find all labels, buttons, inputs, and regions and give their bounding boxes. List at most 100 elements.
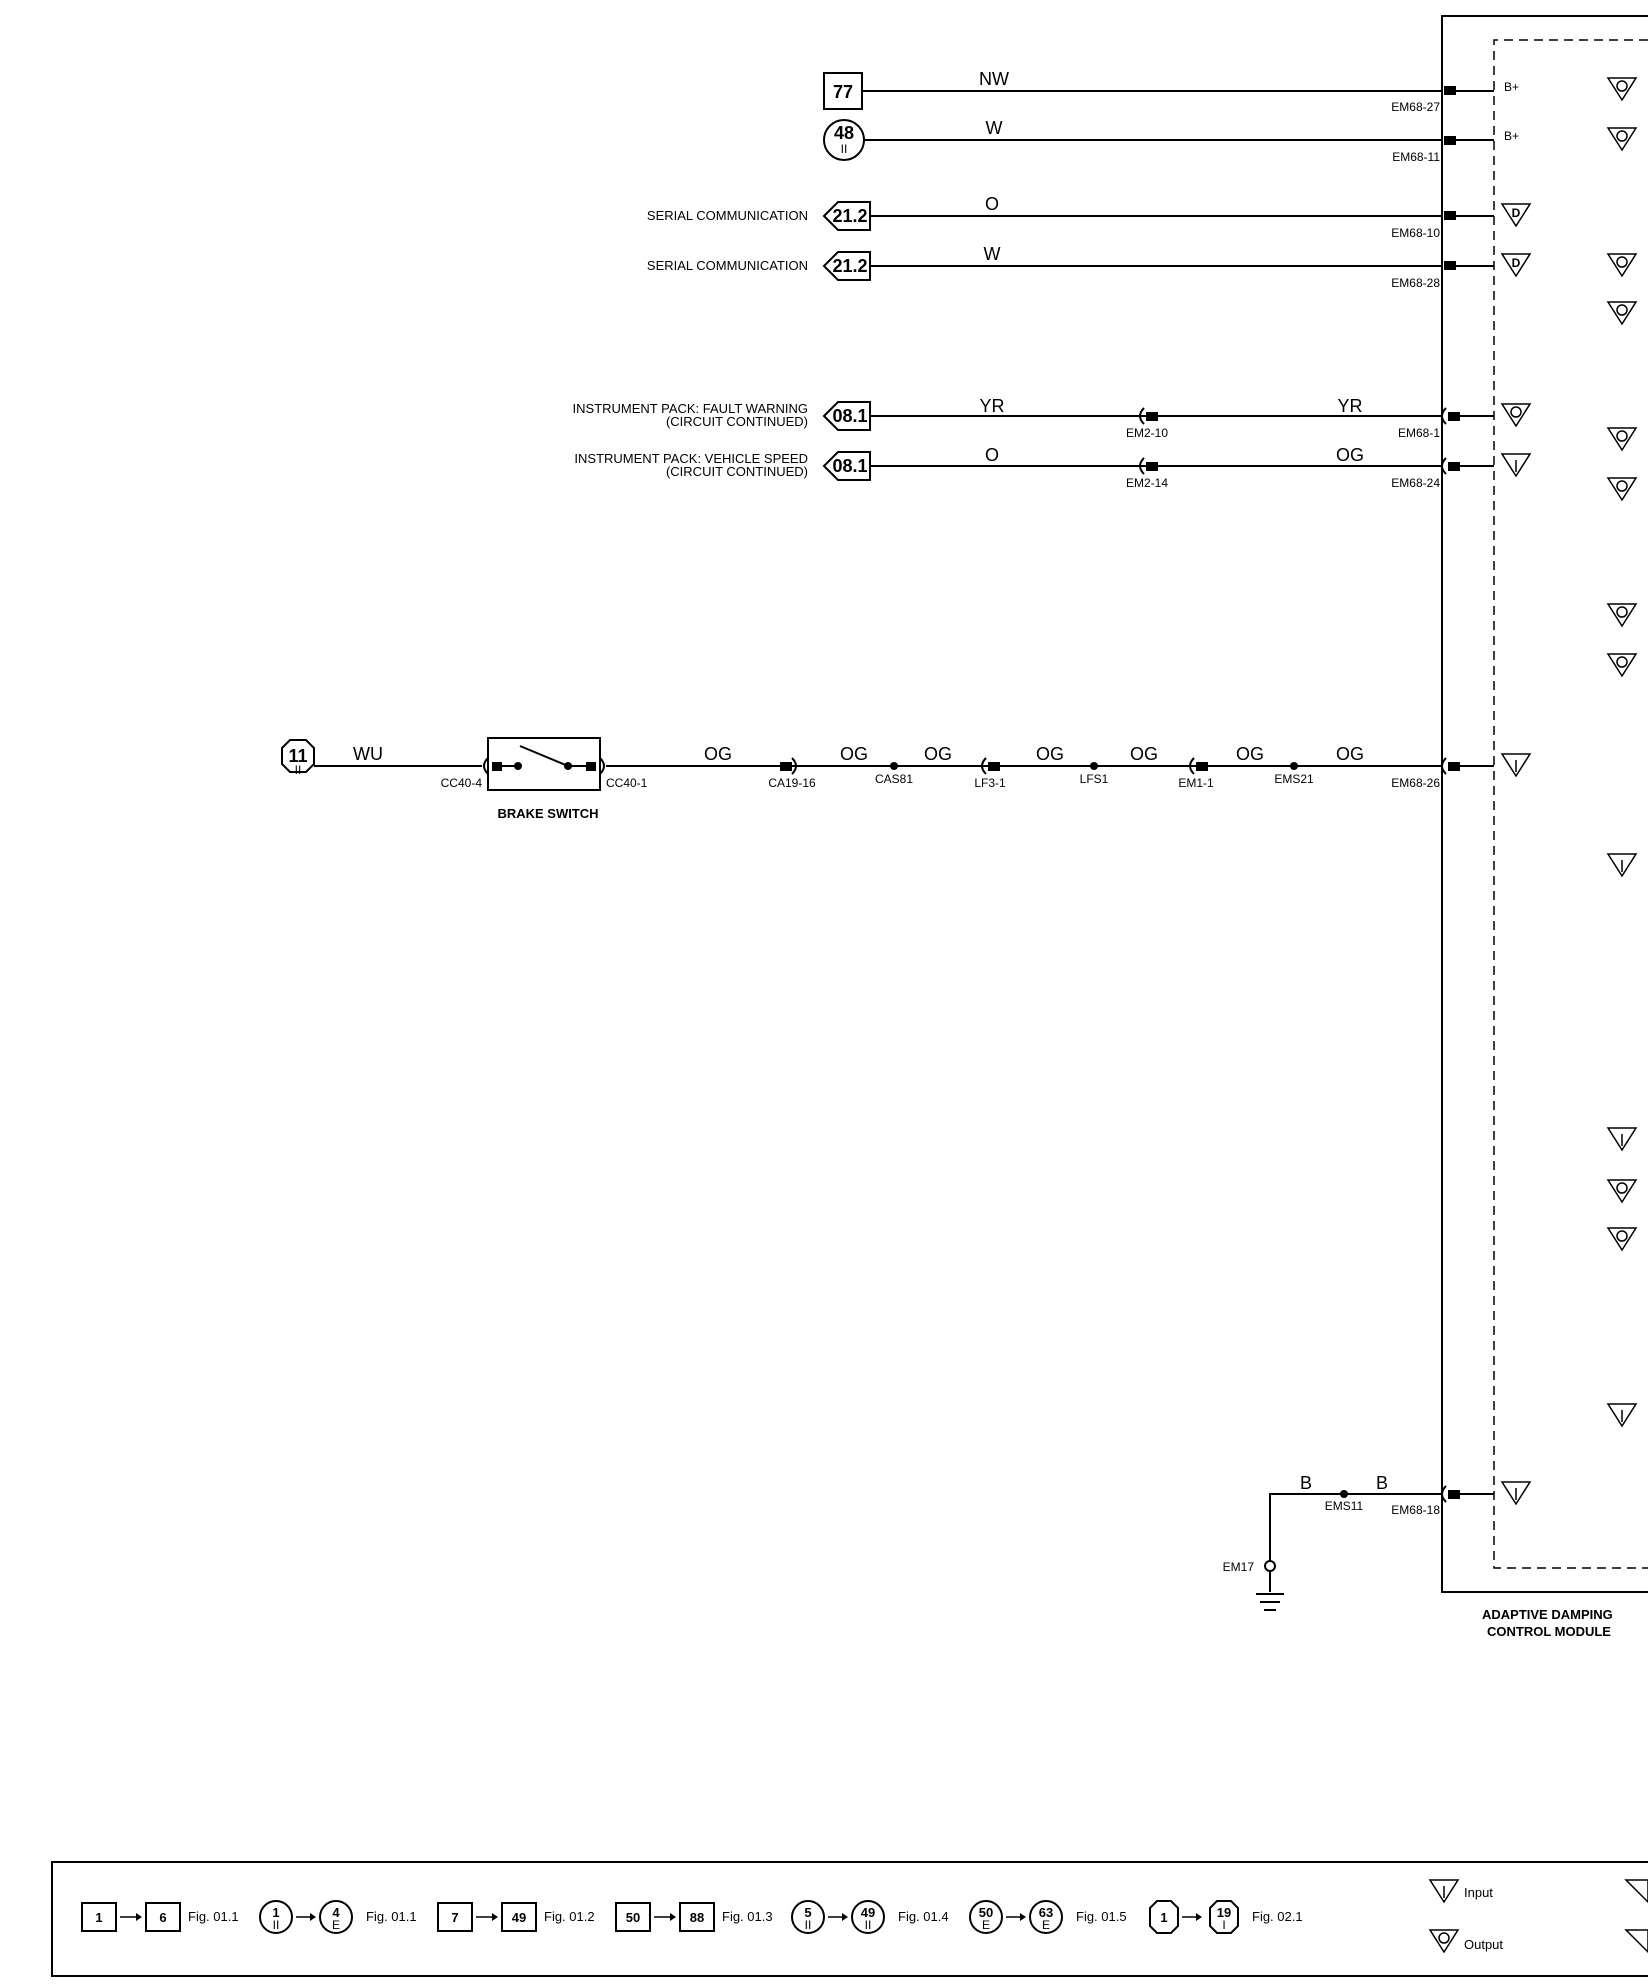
input-key-icon <box>1428 1879 1460 1904</box>
conn-ems21: EMS21 <box>1274 772 1314 786</box>
circuit-row-serial-1: SERIAL COMMUNICATION 21.2 O EM68-10 D <box>647 194 1532 240</box>
wire-yr-2: YR <box>1337 396 1362 416</box>
circuit-row-48: 48 II W EM68-11 B+ <box>823 118 1519 164</box>
svg-text:OG: OG <box>924 744 952 764</box>
svg-text:Fig. 02.1: Fig. 02.1 <box>1252 1909 1303 1924</box>
svg-text:OG: OG <box>1036 744 1064 764</box>
conn-em68-18: EM68-18 <box>1391 1503 1440 1517</box>
module-label-line2: CONTROL MODULE <box>1487 1624 1611 1639</box>
svg-text:E: E <box>982 1918 990 1932</box>
conn-em2-10: EM2-10 <box>1126 426 1168 440</box>
svg-text:21.2: 21.2 <box>832 206 867 226</box>
svg-text:(CIRCUIT CONTINUED): (CIRCUIT CONTINUED) <box>666 464 808 479</box>
svg-text:B: B <box>1376 1473 1388 1493</box>
conn-lfs1: LFS1 <box>1080 772 1109 786</box>
svg-text:E: E <box>332 1918 340 1932</box>
conn-em68-24: EM68-24 <box>1391 476 1440 490</box>
legend-output: Output <box>1464 1937 1503 1952</box>
conn-em1-1: EM1-1 <box>1178 776 1214 790</box>
label-serial-2: SERIAL COMMUNICATION <box>647 258 808 273</box>
conn-em68-1: EM68-1 <box>1398 426 1440 440</box>
output-key-icon <box>1428 1929 1460 1954</box>
conn-em17: EM17 <box>1223 1560 1255 1574</box>
svg-text:1: 1 <box>1160 1910 1167 1925</box>
svg-text:OG: OG <box>1336 744 1364 764</box>
input-pin-icon <box>1500 453 1532 478</box>
svg-text:6: 6 <box>159 1910 166 1925</box>
brake-switch-body <box>487 737 601 791</box>
conn-ca19-16: CA19-16 <box>768 776 816 790</box>
label-serial-1: SERIAL COMMUNICATION <box>647 208 808 223</box>
digital-pin-icon <box>1500 253 1532 278</box>
label-brake-switch: BRAKE SWITCH <box>497 806 598 821</box>
label-vehicle-speed: INSTRUMENT PACK: VEHICLE SPEED <box>574 451 808 466</box>
conn-em68-27: EM68-27 <box>1391 100 1440 114</box>
wire-o-2: O <box>985 445 999 465</box>
svg-text:1: 1 <box>272 1905 279 1920</box>
svg-text:II: II <box>295 763 302 777</box>
svg-text:Fig. 01.1: Fig. 01.1 <box>366 1909 417 1924</box>
conn-cc40-4: CC40-4 <box>441 776 483 790</box>
svg-text:4: 4 <box>332 1905 340 1920</box>
svg-text:D: D <box>1512 206 1521 220</box>
svg-text:Fig. 01.1: Fig. 01.1 <box>188 1909 239 1924</box>
svg-text:08.1: 08.1 <box>832 456 867 476</box>
svg-text:19: 19 <box>1217 1905 1231 1920</box>
svg-text:II: II <box>273 1918 280 1932</box>
wire-w-1: W <box>986 118 1003 138</box>
output-pin-icon <box>1500 403 1532 428</box>
svg-text:II: II <box>865 1918 872 1932</box>
ref-octagon-11[interactable] <box>281 739 315 773</box>
pin-bplus-2: B+ <box>1504 129 1519 143</box>
wire-nw: NW <box>979 69 1009 89</box>
wire-o-1: O <box>985 194 999 214</box>
conn-cc40-1: CC40-1 <box>606 776 648 790</box>
label-fault-warning: INSTRUMENT PACK: FAULT WARNING <box>573 401 808 416</box>
svg-text:7: 7 <box>451 1910 458 1925</box>
ref-77-label: 77 <box>833 82 853 102</box>
conn-em68-28: EM68-28 <box>1391 276 1440 290</box>
ref-48-label: 48 <box>834 123 854 143</box>
svg-text:63: 63 <box>1039 1905 1053 1920</box>
svg-text:5: 5 <box>804 1905 811 1920</box>
circuit-row-77: 77 NW EM68-27 B+ <box>823 69 1519 114</box>
conn-em68-10: EM68-10 <box>1391 226 1440 240</box>
svg-text:50: 50 <box>626 1910 640 1925</box>
svg-text:Fig. 01.4: Fig. 01.4 <box>898 1909 949 1924</box>
circuit-row-ground: B EMS11 B EM68-18 EM17 <box>1223 1473 1532 1611</box>
legend: 1 6 Fig. 01.1 1 II 4 E Fig. 01.1 7 49 Fi… <box>51 1861 1648 1977</box>
svg-text:08.1: 08.1 <box>832 406 867 426</box>
svg-text:49: 49 <box>512 1910 526 1925</box>
svg-text:B: B <box>1300 1473 1312 1493</box>
conn-ems11: EMS11 <box>1325 1499 1364 1513</box>
svg-text:II: II <box>805 1918 812 1932</box>
digital-pin-icon <box>1500 203 1532 228</box>
conn-cas81: CAS81 <box>875 772 913 786</box>
svg-text:OG: OG <box>1236 744 1264 764</box>
circuit-row-fault-warning: INSTRUMENT PACK: FAULT WARNING (CIRCUIT … <box>573 396 1532 440</box>
conn-em68-26: EM68-26 <box>1391 776 1440 790</box>
input-pin-icon <box>1500 1481 1532 1506</box>
pin-bplus-1: B+ <box>1504 80 1519 94</box>
wire-yr-1: YR <box>979 396 1004 416</box>
svg-text:OG: OG <box>1130 744 1158 764</box>
adaptive-damping-module: ADAPTIVE DAMPING CONTROL MODULE <box>1441 15 1648 1639</box>
svg-text:11: 11 <box>288 746 307 766</box>
circuit-row-brake-switch: 11 II WU CC40-4 CC40-1 BRAKE SWITCH OG C… <box>281 737 1532 821</box>
wire-og-vs: OG <box>1336 445 1364 465</box>
input-pin-icon <box>1500 753 1532 778</box>
conn-lf3-1: LF3-1 <box>974 776 1006 790</box>
svg-text:50: 50 <box>979 1905 993 1920</box>
svg-text:D: D <box>1512 256 1521 270</box>
svg-text:Fig. 01.5: Fig. 01.5 <box>1076 1909 1127 1924</box>
svg-text:E: E <box>1042 1918 1050 1932</box>
svg-text:II: II <box>841 142 848 156</box>
svg-text:49: 49 <box>861 1905 875 1920</box>
svg-text:OG: OG <box>840 744 868 764</box>
svg-text:1: 1 <box>95 1910 102 1925</box>
svg-text:OG: OG <box>704 744 732 764</box>
wire-w-2: W <box>984 244 1001 264</box>
svg-text:(CIRCUIT CONTINUED): (CIRCUIT CONTINUED) <box>666 414 808 429</box>
module-pin-symbols <box>1606 77 1638 1428</box>
